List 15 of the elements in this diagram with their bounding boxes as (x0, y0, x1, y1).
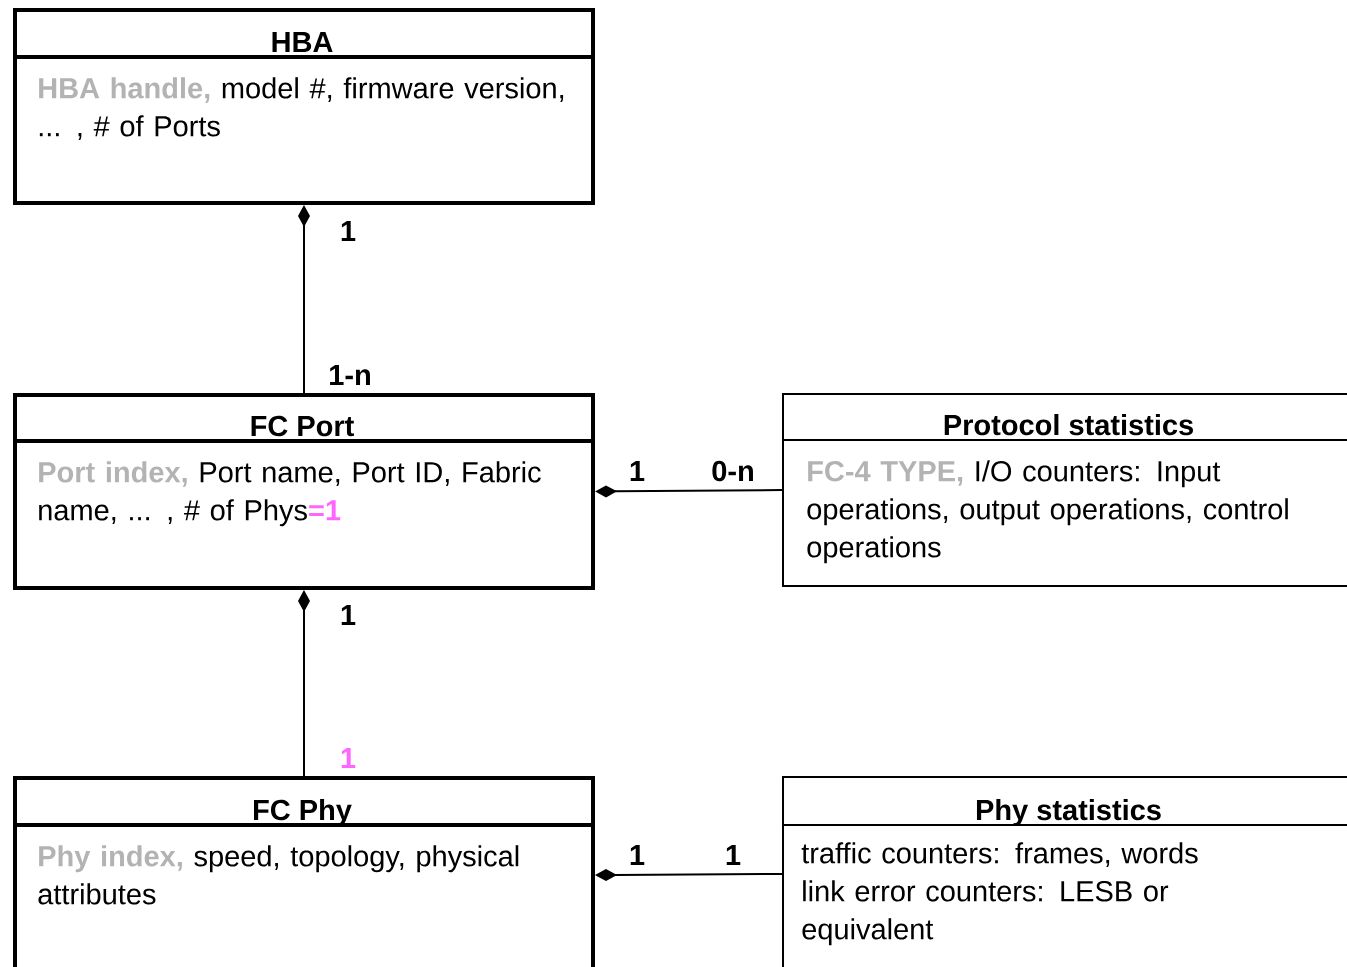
class-name: HBA (272, 32, 333, 52)
class-name: FC Port (251, 415, 354, 437)
attribute-text: FC-4 TYPE, I/O counters: Input operations, output operations, control operations (807, 460, 1288, 564)
class-name: FC Phy (254, 799, 352, 827)
multiplicity-label: 1 (630, 845, 645, 865)
attribute-text: Port index, Port name, Port ID, Fabric name, ... , # of Phys=1 (39, 461, 541, 527)
multiplicity-label: 0-n (712, 460, 753, 482)
class-name: Phy statistics (976, 799, 1161, 827)
multiplicity-label: 1-n (330, 365, 370, 385)
attribute-text: traffic counters: frames, words link error counters: LESB or equivalent (801, 842, 1198, 946)
attribute-text: HBA handle, model #, firmware version, ... , # of Ports (39, 77, 564, 140)
multiplicity-label: 1 (630, 461, 645, 481)
class-name: Protocol statistics (944, 414, 1193, 436)
multiplicity-label: 1 (726, 845, 741, 865)
attribute-text: Phy index, speed, topology, physical attributes (38, 845, 519, 905)
